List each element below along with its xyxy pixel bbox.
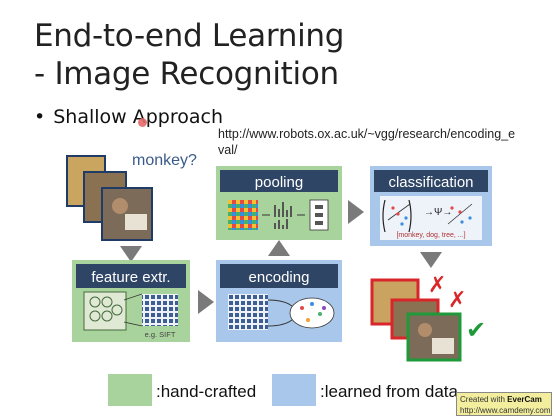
pooling-block-title: pooling [255, 174, 303, 191]
psi-symbol: →Ψ→ [424, 207, 452, 218]
bullet-text: Shallow Approach [53, 106, 223, 128]
wrong-mark-icon-1: ✗ [428, 272, 446, 297]
pooling-histogram-bars [274, 202, 292, 229]
legend: :hand-crafted :learned from data [108, 374, 459, 406]
arrow-down-icon [120, 246, 142, 262]
classifier-panel [380, 196, 482, 240]
watermark-brand: EverCam [507, 395, 542, 404]
arrow-up-icon [268, 240, 290, 256]
sift-descriptor-grid [142, 294, 178, 326]
newspaper-shape [125, 214, 147, 230]
class-list-label: [monkey, dog, tree, ...] [396, 232, 465, 239]
encoding-block-title: encoding [249, 269, 310, 286]
pooling-block-header [220, 170, 338, 192]
check-mark-icon: ✔ [466, 317, 486, 344]
legend-swatch-hand-crafted [108, 374, 152, 406]
bullet-item: • Shallow Approach [34, 106, 223, 128]
input-question-label: monkey? [132, 152, 197, 169]
slide-title-line2: - Image Recognition [34, 56, 339, 92]
pointer-cursor-icon [138, 118, 147, 127]
monkey-face-shape [112, 198, 128, 214]
classification-block-title: classification [388, 174, 473, 191]
watermark-prefix: Created with [460, 395, 505, 404]
bullet-marker: • [34, 106, 46, 128]
slide-title-line1: End-to-end Learning [34, 18, 345, 54]
encoding-block-header [220, 264, 338, 288]
arrow-down-to-results-icon [420, 252, 442, 268]
arrow-right-to-classification-icon [348, 200, 364, 224]
wrong-mark-icon-2: ✗ [448, 287, 466, 312]
pooling-heatmap [228, 200, 258, 230]
encoding-descriptor-grid [228, 294, 268, 330]
arrow-right-icon [198, 290, 214, 314]
feature-block-title: feature extr. [91, 269, 170, 286]
pooling-block: pooling [216, 166, 342, 240]
result-images [370, 278, 462, 362]
classification-block-header [374, 170, 488, 192]
watermark-site: http://www.camdemy.com [460, 406, 551, 415]
reference-url: http://www.robots.ox.ac.uk/~vgg/research… [218, 127, 516, 157]
feature-block-header [76, 264, 186, 288]
legend-swatch-learned [272, 374, 316, 406]
input-image-stack [66, 155, 153, 241]
feature-note: e.g. SIFT [145, 330, 176, 339]
codebook-ellipse [289, 297, 335, 329]
legend-label-hand-crafted: :hand-crafted [156, 382, 256, 401]
feature-extraction-block: feature extr. e.g. SIFT [72, 260, 190, 342]
classification-block: classification →Ψ→ [monkey, dog, tree, .… [370, 166, 492, 246]
legend-label-learned: :learned from data [320, 382, 459, 401]
evercam-watermark: Created with EverCam http://www.camdemy.… [456, 392, 552, 416]
encoding-block: encoding [216, 260, 342, 342]
